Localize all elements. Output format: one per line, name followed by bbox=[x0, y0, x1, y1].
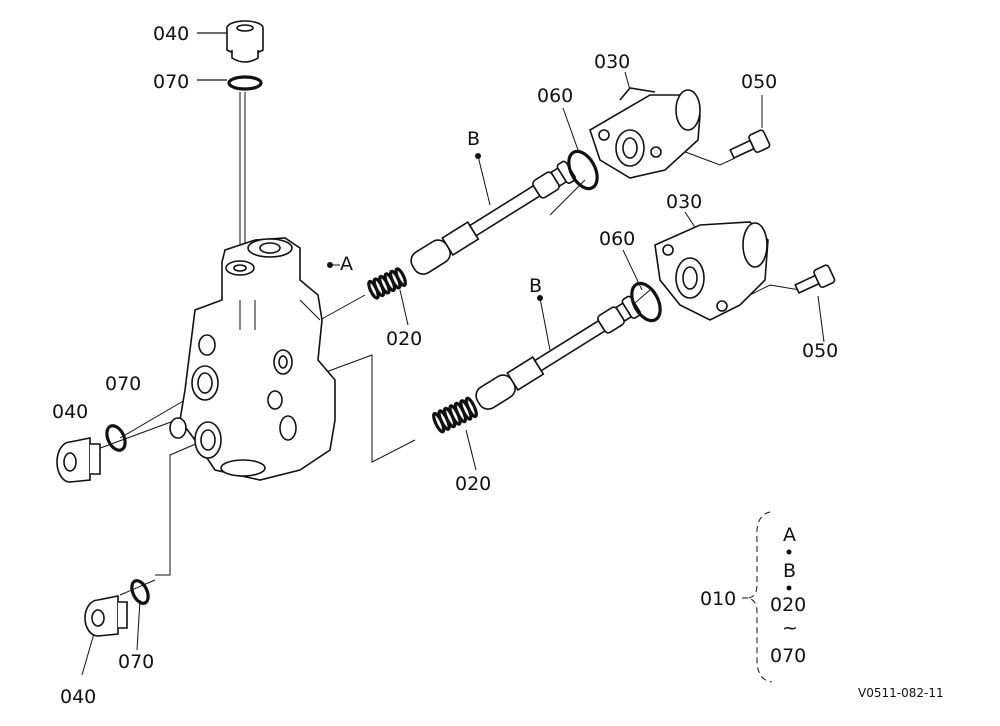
spool-lower-dot bbox=[537, 295, 543, 301]
spring-upper bbox=[367, 267, 407, 300]
solenoid-lower bbox=[654, 221, 769, 321]
label-oring-upper: 060 bbox=[537, 85, 573, 107]
spool-lower bbox=[475, 295, 642, 410]
label-oring-left: 070 bbox=[105, 373, 141, 395]
screw-lower bbox=[794, 264, 836, 295]
label-spool-upper: B bbox=[467, 128, 480, 150]
oring-lower-060 bbox=[630, 281, 662, 323]
assembly-item-020: 020 bbox=[770, 594, 806, 616]
label-body-ref: A bbox=[340, 253, 353, 275]
assembly-group: 010 A B 020 ~ 070 bbox=[700, 511, 806, 683]
drawing-code: V0511-082-11 bbox=[858, 686, 944, 700]
label-oring-bottom: 070 bbox=[118, 651, 154, 673]
label-spring-upper: 020 bbox=[386, 328, 422, 350]
plug-bottom bbox=[84, 595, 128, 637]
plug-top bbox=[226, 20, 264, 63]
label-oring-top: 070 bbox=[153, 71, 189, 93]
label-spring-lower: 020 bbox=[455, 473, 491, 495]
part-labels: 040 070 A 020 070 040 B 060 030 050 030 … bbox=[52, 23, 838, 708]
spool-upper-dot bbox=[475, 153, 481, 159]
solenoid-upper bbox=[589, 87, 701, 179]
label-solenoid-lower: 030 bbox=[666, 191, 702, 213]
assembly-item-070: 070 bbox=[770, 645, 806, 667]
screw-upper bbox=[729, 129, 771, 160]
oring-top bbox=[227, 75, 263, 91]
label-screw-lower: 050 bbox=[802, 340, 838, 362]
assembly-item-b: B bbox=[783, 560, 796, 582]
assembly-item-a: A bbox=[783, 524, 796, 546]
plug-left bbox=[56, 437, 101, 483]
label-plug-left: 040 bbox=[52, 401, 88, 423]
spool-upper bbox=[410, 160, 577, 275]
label-plug-top: 040 bbox=[153, 23, 189, 45]
valve-body bbox=[169, 237, 336, 481]
label-assembly-number: 010 bbox=[700, 588, 736, 610]
spring-lower bbox=[432, 396, 478, 434]
oring-upper-060 bbox=[567, 149, 599, 191]
label-plug-bottom: 040 bbox=[60, 686, 96, 708]
oring-bottom bbox=[130, 579, 150, 605]
assembly-item-tilde: ~ bbox=[782, 617, 798, 639]
body-ref-dot bbox=[327, 262, 333, 268]
label-spool-lower: B bbox=[529, 275, 542, 297]
label-solenoid-upper: 030 bbox=[594, 51, 630, 73]
label-screw-upper: 050 bbox=[741, 71, 777, 93]
label-oring-lower: 060 bbox=[599, 228, 635, 250]
oring-left bbox=[105, 424, 127, 452]
